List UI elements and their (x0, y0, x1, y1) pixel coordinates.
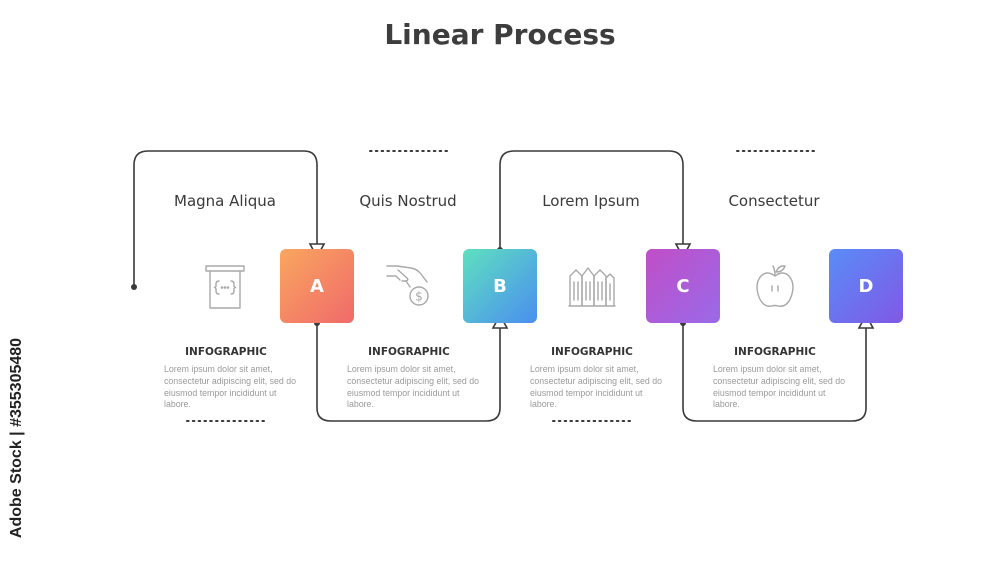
connector-c-to-d (682, 323, 867, 422)
step-a-title: Magna Aliqua (174, 192, 276, 210)
step-c-info-heading: INFOGRAPHIC (551, 346, 633, 358)
connector-a-to-b (316, 323, 501, 422)
scroll-code-icon (205, 265, 245, 309)
step-c-title: Lorem Ipsum (542, 192, 640, 210)
step-b-title: Quis Nostrud (359, 192, 457, 210)
hand-coin-icon: $ (386, 265, 429, 306)
stock-watermark: Adobe Stock | #355305480 (3, 320, 31, 555)
step-a-info-text: Lorem ipsum dolor sit amet, consectetur … (164, 364, 297, 410)
page-title: Linear Process (384, 18, 616, 51)
step-d-box: D (829, 249, 903, 323)
step-a-box: A (280, 249, 354, 323)
connector-start-to-a (133, 150, 318, 287)
apple-icon (756, 265, 794, 307)
step-a-info-heading: INFOGRAPHIC (185, 346, 267, 358)
step-d-title: Consectetur (728, 192, 820, 210)
step-d-info-text: Lorem ipsum dolor sit amet, consectetur … (713, 364, 846, 410)
step-d-info-heading: INFOGRAPHIC (734, 346, 816, 358)
connector-b-to-c (499, 150, 684, 250)
step-c-box: C (646, 249, 720, 323)
step-b-box: B (463, 249, 537, 323)
stock-watermark-text: Adobe Stock | #355305480 (8, 337, 25, 538)
buildings-icon (568, 267, 616, 307)
step-b-info-heading: INFOGRAPHIC (368, 346, 450, 358)
connector-start-dot (131, 284, 137, 290)
svg-text:$: $ (415, 290, 423, 304)
step-c-info-text: Lorem ipsum dolor sit amet, consectetur … (530, 364, 663, 410)
step-b-info-text: Lorem ipsum dolor sit amet, consectetur … (347, 364, 480, 410)
